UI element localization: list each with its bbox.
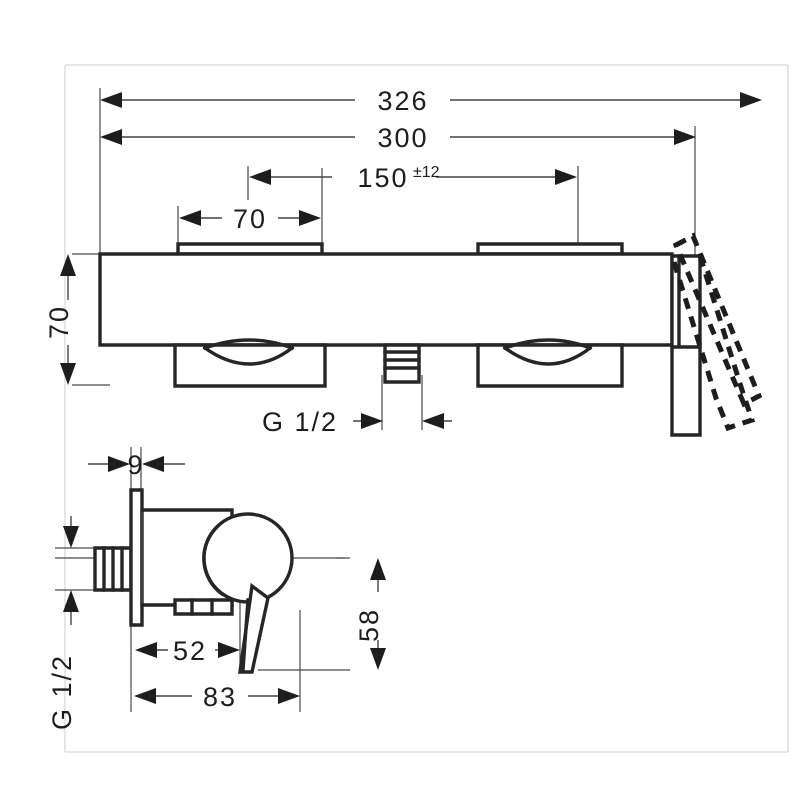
dim-label-9: 9 [127, 450, 144, 480]
handle-knob-shoulder [202, 523, 225, 597]
handle-indent-right-top [502, 338, 593, 351]
dimension-70-width: 70 [179, 204, 321, 234]
handle-indent-left-top [202, 338, 295, 351]
dim-label-inlet-thread: G 1/2 [47, 654, 77, 730]
dim-label-52: 52 [173, 636, 207, 666]
dimension-70-height: 70 [44, 254, 76, 385]
wall-flange [129, 488, 144, 627]
dimension-300: 300 [100, 123, 696, 153]
dim-label-outlet-thread: G 1/2 [262, 407, 338, 437]
dimension-150: 150 ±12 [249, 163, 577, 193]
dimension-inlet-thread: G 1/2 [47, 516, 79, 730]
handle-indent-left-bottom [202, 345, 295, 366]
dimension-83: 83 [134, 682, 300, 712]
dimension-58: 58 [354, 558, 386, 670]
dim-label-70-height: 70 [44, 305, 74, 339]
front-view-body [98, 242, 702, 437]
dim-label-83: 83 [203, 682, 237, 712]
lever-arm-inner-edge [241, 598, 250, 672]
dim-label-58: 58 [354, 608, 384, 642]
dimension-52: 52 [135, 636, 240, 666]
side-view-body [93, 488, 294, 674]
lever-handle-rotated-ghost [671, 232, 763, 432]
dim-label-150: 150 [357, 163, 408, 193]
lever-ghost-cap [672, 232, 763, 408]
dimension-outlet-thread: G 1/2 [262, 407, 452, 437]
handle-indent-right-bottom [502, 345, 593, 366]
dimension-326: 326 [100, 86, 762, 116]
mixer-body-main [98, 252, 674, 347]
lever-ghost-body [671, 255, 756, 432]
dim-label-70-width: 70 [233, 204, 267, 234]
dim-label-150-tolerance: ±12 [413, 164, 440, 181]
page-frame [64, 64, 789, 753]
dim-label-326: 326 [377, 86, 428, 116]
dimension-9: 9 [88, 450, 185, 480]
dim-label-300: 300 [377, 123, 428, 153]
knob-collar [173, 598, 234, 616]
